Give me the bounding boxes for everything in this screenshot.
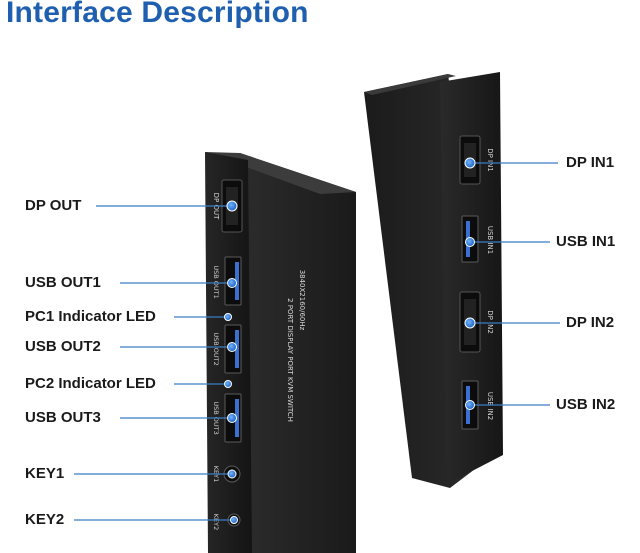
svg-text:DP IN2: DP IN2	[486, 310, 494, 334]
callout-pc1-indicator-led: PC1 Indicator LED	[25, 308, 156, 325]
side-print-resolution: 3840X2160/60Hz	[298, 270, 306, 331]
markers	[224, 157, 476, 524]
callout-dp-out: DP OUT	[25, 197, 82, 214]
right-unit-port-face	[440, 72, 503, 484]
callout-key2: KEY2	[25, 511, 65, 528]
svg-text:USB IN2: USB IN2	[486, 392, 494, 420]
right-unit-top-edge	[364, 74, 456, 95]
right-kvm-unit: DP IN1 USB IN1 DP IN2 USB IN2	[364, 72, 503, 488]
callout-usb-out1: USB OUT1	[25, 274, 101, 291]
callout-usb-out3: USB OUT3	[25, 409, 101, 426]
callout-pc2-indicator-led: PC2 Indicator LED	[25, 375, 156, 392]
callout-usb-out2: USB OUT2	[25, 338, 101, 355]
left-unit-side-face	[240, 153, 356, 553]
callout-usb-in1: USB IN1	[556, 233, 616, 250]
svg-text:USB IN1: USB IN1	[486, 226, 494, 254]
svg-text:USB OUT2: USB OUT2	[212, 332, 220, 365]
left-kvm-unit: 2 PORT DISPLAY PORT KVM SWITCH 3840X2160…	[205, 152, 356, 553]
svg-text:DP IN1: DP IN1	[486, 148, 494, 172]
callout-dp-in2: DP IN2	[566, 314, 615, 331]
page-title: Interface Description	[6, 0, 309, 29]
callout-dp-in1: DP IN1	[566, 154, 615, 171]
svg-text:USB OUT1: USB OUT1	[212, 265, 220, 298]
side-print-model: 2 PORT DISPLAY PORT KVM SWITCH	[286, 298, 294, 422]
callout-usb-in2: USB IN2	[556, 396, 616, 413]
callout-key1: KEY1	[25, 465, 65, 482]
leader-lines	[74, 162, 560, 521]
svg-text:KEY2: KEY2	[212, 514, 220, 530]
